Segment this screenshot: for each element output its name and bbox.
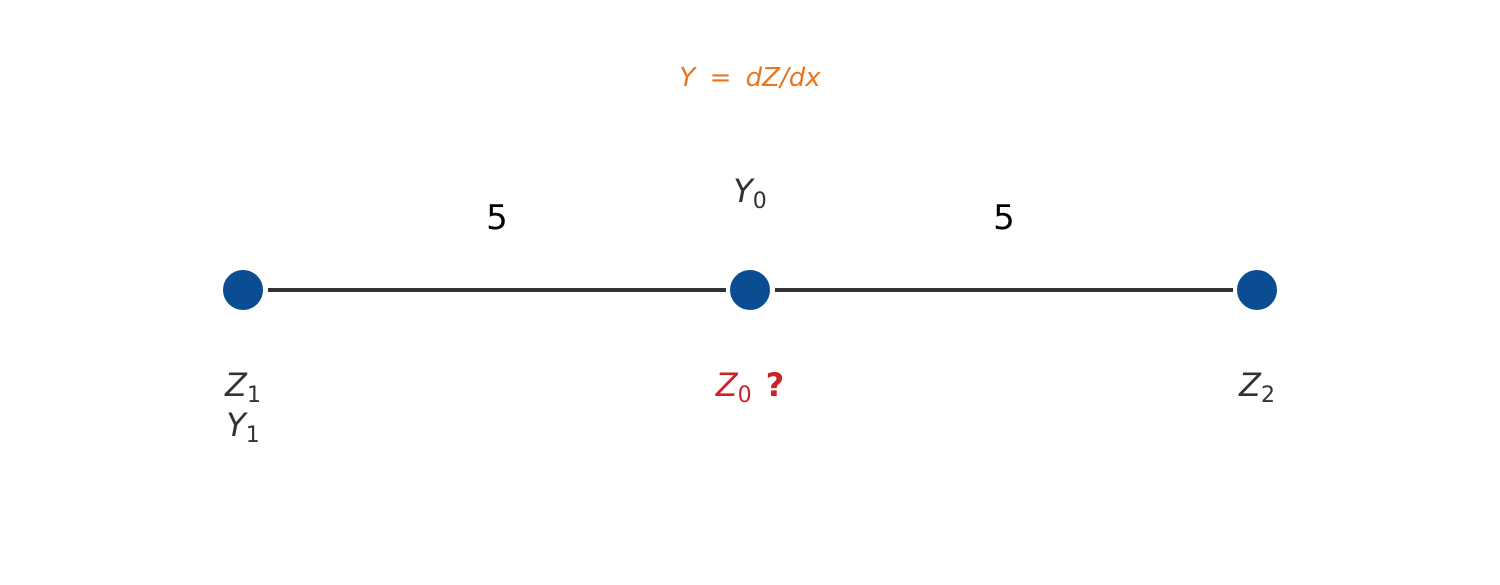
label-z1-sub: 1 xyxy=(247,383,261,408)
label-z0-base: Z xyxy=(715,366,739,404)
label-y1-base: Y xyxy=(226,406,248,444)
node-z1 xyxy=(221,268,265,312)
label-z2-sub: 2 xyxy=(1261,383,1275,408)
label-z0: Z0? xyxy=(715,366,784,408)
label-z0-sub: 0 xyxy=(738,383,752,408)
edge-label-right: 5 xyxy=(993,198,1015,238)
label-z1: Z1 xyxy=(224,366,261,408)
formula-lhs: Y xyxy=(679,63,697,93)
edge-label-left: 5 xyxy=(486,198,508,238)
label-y0-sub: 0 xyxy=(753,189,767,214)
label-y0-base: Y xyxy=(733,172,755,210)
label-y1: Y1 xyxy=(226,406,260,448)
unknown-question-mark: ? xyxy=(766,366,785,404)
label-y0: Y0 xyxy=(733,172,767,214)
formula-text: Y = dZ/dx xyxy=(679,63,821,93)
label-y1-sub: 1 xyxy=(246,423,260,448)
formula-equals: = xyxy=(710,63,732,93)
label-z1-base: Z xyxy=(224,366,248,404)
node-z0 xyxy=(728,268,772,312)
label-z2: Z2 xyxy=(1238,366,1275,408)
formula-rhs: dZ/dx xyxy=(746,63,822,93)
node-z2 xyxy=(1235,268,1279,312)
label-z2-base: Z xyxy=(1238,366,1262,404)
